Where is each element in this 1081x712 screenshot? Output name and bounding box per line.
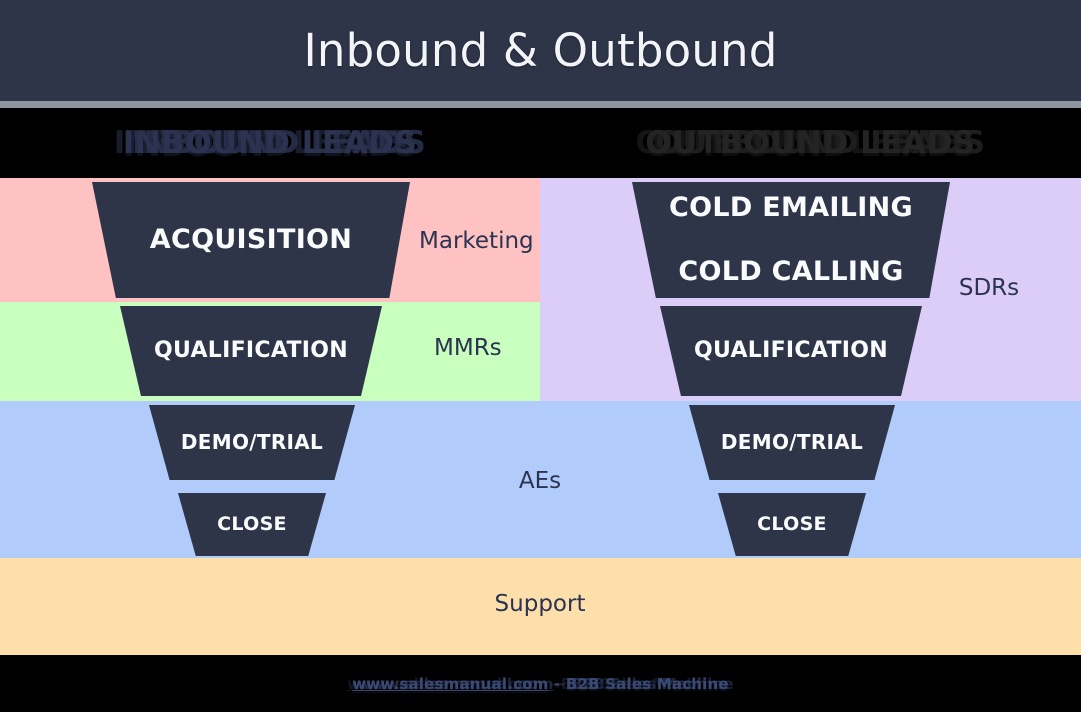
footer-credit: www.salesmanual.com - B2B Sales Machine [352, 675, 729, 693]
column-heading-inbound-label: INBOUND LEADS [122, 125, 418, 161]
funnel-stage-qualification-left[interactable]: QUALIFICATION [120, 306, 382, 396]
funnel-stage-label-line1: COLD EMAILING [669, 192, 913, 224]
footer-tagline: B2B Sales Machine [565, 674, 729, 693]
title-divider [0, 101, 1081, 108]
role-label-support: Support [494, 591, 586, 617]
slide-title-bar: Inbound & Outbound [0, 0, 1081, 101]
column-heading-outbound: OUTBOUND LEADS [540, 108, 1081, 178]
role-label-sdrs: SDRs [958, 275, 1020, 301]
funnel-stage-label: CLOSE [757, 513, 827, 536]
footer-separator: - [548, 674, 566, 693]
footer-url[interactable]: www.salesmanual.com [352, 674, 549, 693]
role-label-marketing: Marketing [419, 228, 534, 254]
funnel-stage-close-left[interactable]: CLOSE [178, 493, 326, 556]
funnel-stage-qualification-right[interactable]: QUALIFICATION [660, 306, 922, 396]
funnel-stage-label: DEMO/TRIAL [180, 429, 324, 454]
funnel-stage-close-right[interactable]: CLOSE [718, 493, 866, 556]
funnel-stage-label-line2: COLD CALLING [678, 255, 904, 287]
funnel-stage-label: COLD EMAILING COLD CALLING [669, 192, 913, 288]
column-heading-outbound-label: OUTBOUND LEADS [645, 125, 976, 161]
funnel-stage-label: CLOSE [217, 513, 287, 536]
slide-title: Inbound & Outbound [303, 24, 778, 77]
funnel-stage-label: ACQUISITION [149, 224, 353, 256]
role-label-mmrs: MMRs [434, 335, 502, 361]
funnel-stage-demo-trial-left[interactable]: DEMO/TRIAL [149, 405, 355, 480]
slide-footer: www.salesmanual.com - B2B Sales Machine [0, 655, 1081, 712]
role-label-aes: AEs [518, 468, 562, 494]
funnel-stage-cold-outreach-right[interactable]: COLD EMAILING COLD CALLING [632, 182, 950, 298]
funnel-stage-acquisition-left[interactable]: ACQUISITION [92, 182, 410, 298]
support-band [0, 558, 1081, 655]
funnel-stage-label: QUALIFICATION [153, 338, 348, 364]
funnel-stage-label: QUALIFICATION [693, 338, 888, 364]
funnel-stage-label: DEMO/TRIAL [720, 429, 864, 454]
column-heading-inbound: INBOUND LEADS [0, 108, 540, 178]
funnel-stage-demo-trial-right[interactable]: DEMO/TRIAL [689, 405, 895, 480]
column-headings-band: INBOUND LEADS OUTBOUND LEADS [0, 108, 1081, 178]
